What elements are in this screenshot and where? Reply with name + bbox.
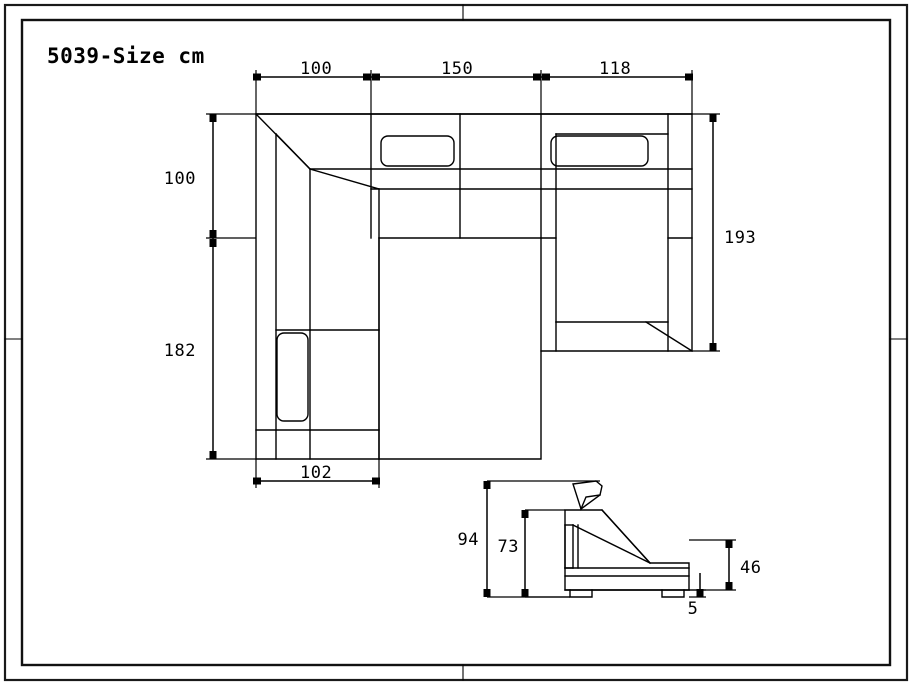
dimension-side-73: 73 <box>498 509 570 598</box>
dim-side-94: 94 <box>458 530 479 550</box>
dim-left-182: 182 <box>164 341 196 361</box>
registration-marks <box>4 4 908 681</box>
sheet-border <box>3 3 909 682</box>
dim-side-5: 5 <box>688 599 699 619</box>
dimension-side-94: 94 <box>458 480 600 598</box>
dim-bottom-102: 102 <box>300 463 332 483</box>
dimension-right-193: 193 <box>692 113 756 352</box>
drawing-title: 5039-Size cm <box>47 44 205 68</box>
dim-side-46: 46 <box>740 558 761 578</box>
dim-top-100: 100 <box>300 59 332 79</box>
dim-right-193: 193 <box>724 228 756 248</box>
dim-side-73: 73 <box>498 537 519 557</box>
side-elevation-sofa <box>564 480 690 598</box>
plan-view-sofa <box>255 113 693 460</box>
dimension-side-5: 5 <box>688 573 706 619</box>
dimension-bottom-102: 102 <box>253 459 380 488</box>
dim-top-118: 118 <box>599 59 631 79</box>
dim-left-100: 100 <box>164 169 196 189</box>
dim-top-150: 150 <box>441 59 473 79</box>
dimension-left-chain: 100 182 <box>164 113 256 460</box>
dimension-top-chain: 100 150 118 <box>253 59 693 114</box>
